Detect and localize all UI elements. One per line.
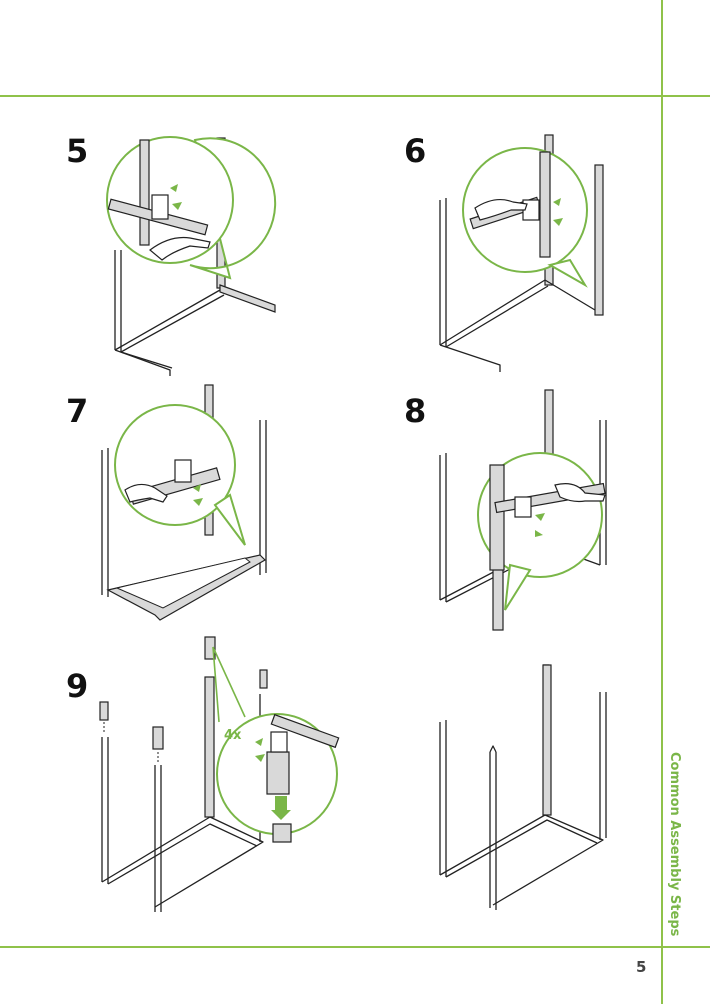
side-rule [661,0,663,1004]
step-number-7: 7 [66,392,88,430]
step-number-6: 6 [404,132,426,170]
step-7-illustration [101,384,267,621]
bottom-rule [0,946,710,948]
step-8-illustration [439,389,607,631]
completed-frame-illustration [439,664,607,910]
step-number-9: 9 [66,667,88,705]
step-5-illustration [106,136,277,376]
step-6-illustration [439,134,604,372]
quantity-label: 4x [224,728,242,743]
step-number-8: 8 [404,392,426,430]
step-number-5: 5 [66,132,88,170]
step-9-illustration [99,636,340,912]
page-number: 5 [636,958,647,976]
section-title: Common Assembly Steps [667,752,682,937]
top-rule [0,95,710,97]
